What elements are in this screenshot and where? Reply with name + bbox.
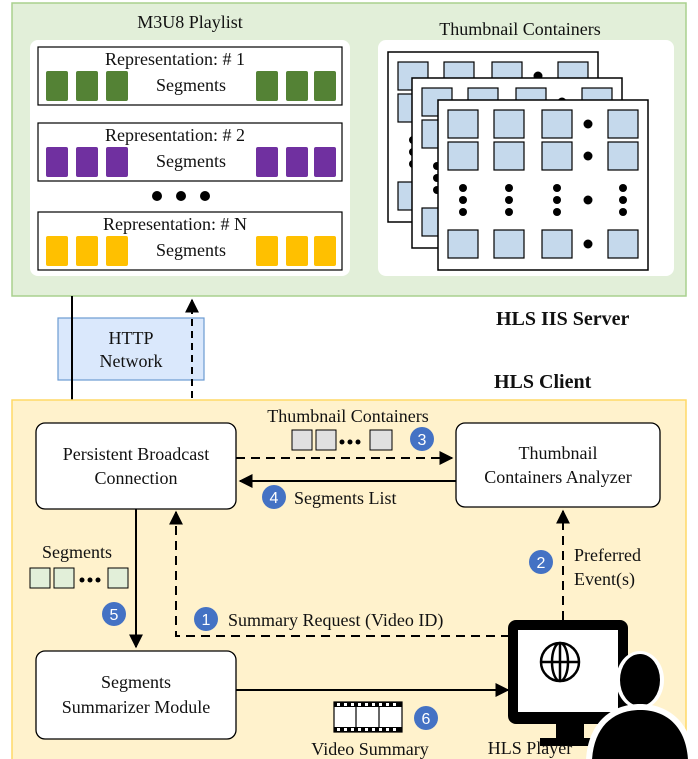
thumbnail-cell [493,229,525,259]
summary-request-flow-label: Summary Request (Video ID) [228,610,443,631]
segments-list-flow-label: Segments List [294,488,397,508]
representation-row: Representation: # N Segments [37,211,343,271]
thumbnail-cell [541,229,573,259]
thumbnail-containers-flow-label: Thumbnail Containers [267,406,428,426]
step-1-number: 1 [202,612,211,629]
thumbnail-container-stack [387,51,649,271]
analyzer-box [455,422,661,508]
network-box [57,317,205,381]
client-title: HLS Client [494,371,592,393]
step-3-badge [410,427,434,451]
segment-block [286,71,308,101]
segment-block [256,236,278,266]
summarizer-label-1: Segments [101,672,171,692]
broadcast-connection-box [35,422,237,510]
step-4-badge [262,485,286,509]
representation-label: Representation: # 1 [105,49,245,69]
segment-block [256,71,278,101]
segment-block [76,236,98,266]
thumbnail-cell [447,229,479,259]
ellipsis-dots [152,191,210,201]
segment-block [76,71,98,101]
representation-label: Representation: # 2 [105,125,245,145]
segment-block [314,147,336,177]
step-1-badge [194,607,218,631]
thumbnail-cell [607,229,639,259]
segment-block [76,147,98,177]
thumbnail-cell [447,141,479,171]
summarizer-box [35,650,237,740]
thumbnail-cell [607,109,639,139]
user-icon [586,651,694,759]
step-5-number: 5 [110,607,119,624]
thumbnails-title: Thumbnail Containers [439,19,600,39]
representation-row: Representation: # 2 Segments [37,122,343,182]
player-label: HLS Player [488,738,573,758]
segments-label: Segments [156,240,226,260]
segment-block [256,147,278,177]
thumbnail-cell [607,141,639,171]
globe-icon [539,641,581,683]
segments-flow-label: Segments [42,542,112,562]
server-title: HLS IIS Server [496,308,629,330]
film-strip-icon [333,701,403,733]
segment-block [46,147,68,177]
segment-block [106,147,128,177]
segment-block [314,71,336,101]
video-summary-flow-label: Video Summary [311,739,428,759]
thumbnail-cell [447,109,479,139]
segments-label: Segments [156,151,226,171]
segments-icons [29,567,129,589]
segment-block [106,236,128,266]
step-2-number: 2 [537,555,546,572]
thumbnail-container [437,99,649,271]
segment-block [106,71,128,101]
broadcast-label-1: Persistent Broadcast [63,444,209,464]
representation-label: Representation: # N [103,214,247,234]
thumbnail-cell [541,141,573,171]
segment-block [314,236,336,266]
segments-label: Segments [156,75,226,95]
step-2-badge [529,550,553,574]
representation-row: Representation: # 1 Segments [37,46,343,106]
summary-request-arrow [169,510,510,637]
step-4-number: 4 [270,490,279,507]
analyzer-label-2: Containers Analyzer [484,467,631,487]
thumbnail-cell [541,109,573,139]
playlist-title: M3U8 Playlist [137,12,243,32]
analyzer-label-1: Thumbnail [519,443,598,463]
segment-block [286,147,308,177]
summarizer-label-2: Summarizer Module [62,697,210,717]
network-label-2: Network [100,351,163,371]
thumbnail-cell [493,109,525,139]
segment-block [46,236,68,266]
preferred-label-1: Preferred [574,545,641,565]
segment-block [46,71,68,101]
preferred-label-2: Event(s) [574,569,635,590]
segment-block [286,236,308,266]
step-5-badge [102,602,126,626]
step-3-number: 3 [418,432,427,449]
network-label-1: HTTP [109,328,154,348]
broadcast-label-2: Connection [95,468,178,488]
step-6-number: 6 [422,711,431,728]
thumbnail-cell [493,141,525,171]
step-6-badge [414,706,438,730]
thumbnail-containers-icons [291,429,393,451]
representations-list: Representation: # 1SegmentsRepresentatio… [37,46,343,271]
